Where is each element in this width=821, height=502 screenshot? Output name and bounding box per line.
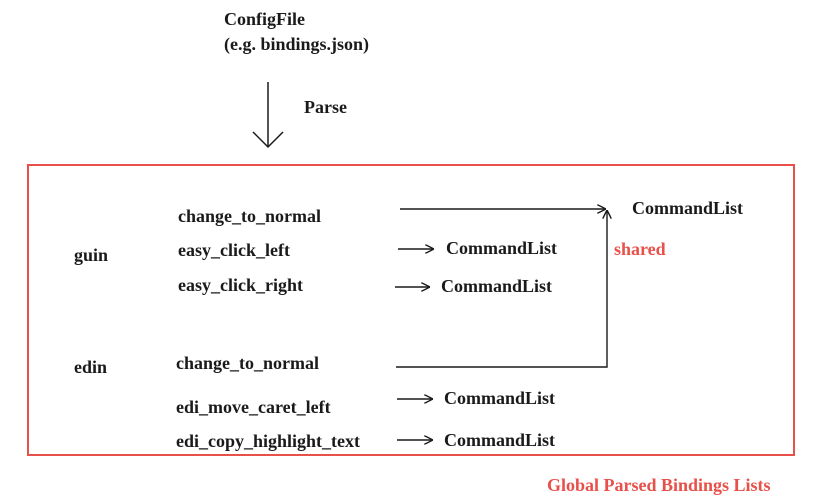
shared-arrow-edin <box>396 210 607 368</box>
container-label: Global Parsed Bindings Lists <box>547 475 771 495</box>
binding-guin-easy-click-right: easy_click_right <box>178 275 303 295</box>
group-label-guin: guin <box>74 245 109 265</box>
binding-guin-easy-click-left: easy_click_left <box>178 240 290 260</box>
source-name: ConfigFile <box>224 9 305 29</box>
command-list-shared: CommandList <box>632 198 744 218</box>
command-list-edi-move-caret-left: CommandList <box>444 388 556 408</box>
source-example: (e.g. bindings.json) <box>224 34 370 54</box>
command-list-easy-click-right: CommandList <box>441 276 553 296</box>
group-label-edin: edin <box>74 357 108 377</box>
parse-arrow <box>252 82 284 149</box>
binding-guin-change-to-normal: change_to_normal <box>178 206 321 226</box>
command-list-edi-copy-highlight-text: CommandList <box>444 430 556 450</box>
binding-edin-change-to-normal: change_to_normal <box>176 353 319 373</box>
global-bindings-container <box>27 164 795 456</box>
binding-edin-edi-copy-highlight-text: edi_copy_highlight_text <box>176 431 361 451</box>
command-list-easy-click-left: CommandList <box>446 238 558 258</box>
shared-label: shared <box>614 239 666 259</box>
parse-label: Parse <box>304 97 347 117</box>
binding-edin-edi-move-caret-left: edi_move_caret_left <box>176 397 331 417</box>
